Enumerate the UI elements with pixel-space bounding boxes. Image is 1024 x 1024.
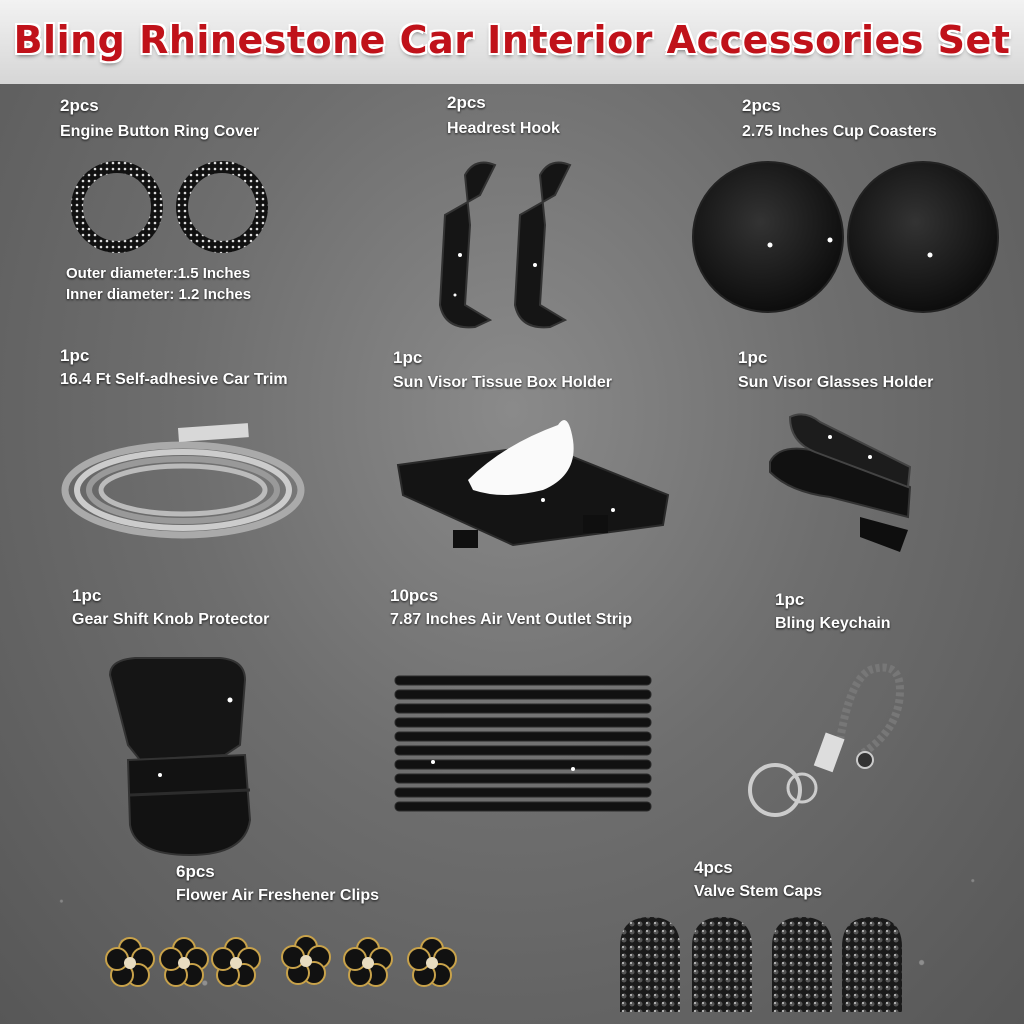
headrest-hook-icon xyxy=(438,161,572,329)
item-quantity: 2pcs xyxy=(447,93,486,112)
keychain-icon xyxy=(748,663,905,817)
flower-clip-icon xyxy=(105,935,457,987)
item-quantity: 2pcs xyxy=(60,96,99,115)
item-name: Flower Air Freshener Clips xyxy=(176,887,380,904)
item-name: Headrest Hook xyxy=(447,120,560,137)
item-name: 16.4 Ft Self-adhesive Car Trim xyxy=(60,371,288,388)
item-quantity: 1pc xyxy=(60,346,90,365)
glasses-clip-icon xyxy=(769,413,912,552)
item-name: Sun Visor Glasses Holder xyxy=(738,374,934,391)
item-name: Engine Button Ring Cover xyxy=(60,123,260,140)
item-quantity: 1pc xyxy=(738,348,768,367)
car-trim-roll-icon xyxy=(61,423,305,539)
outer-diameter-note: Outer diameter:1.5 Inches xyxy=(66,265,251,282)
inner-diameter-note: Inner diameter: 1.2 Inches xyxy=(66,286,252,303)
item-name: Valve Stem Caps xyxy=(694,883,823,900)
valve-cap-icon xyxy=(620,917,902,1012)
title-banner xyxy=(0,0,1024,84)
item-name: Gear Shift Knob Protector xyxy=(72,611,270,628)
ring-cover-icon xyxy=(71,161,268,253)
page-title: Bling Rhinestone Car Interior Accessorie… xyxy=(13,18,1011,62)
item-quantity: 10pcs xyxy=(390,586,439,605)
item-quantity: 1pc xyxy=(393,348,423,367)
cup-coaster-icon xyxy=(692,161,999,313)
item-name: Bling Keychain xyxy=(775,615,891,632)
item-quantity: 1pc xyxy=(775,590,805,609)
item-name: 2.75 Inches Cup Coasters xyxy=(742,123,937,140)
vent-strip-icon xyxy=(394,675,652,812)
item-name: 7.87 Inches Air Vent Outlet Strip xyxy=(390,611,633,628)
item-quantity: 1pc xyxy=(72,586,102,605)
tissue-box-icon xyxy=(396,420,670,548)
gear-knob-cover-icon xyxy=(108,657,252,857)
item-quantity: 4pcs xyxy=(694,858,733,877)
item-quantity: 2pcs xyxy=(742,96,781,115)
item-name: Sun Visor Tissue Box Holder xyxy=(393,374,613,391)
item-quantity: 6pcs xyxy=(176,862,215,881)
